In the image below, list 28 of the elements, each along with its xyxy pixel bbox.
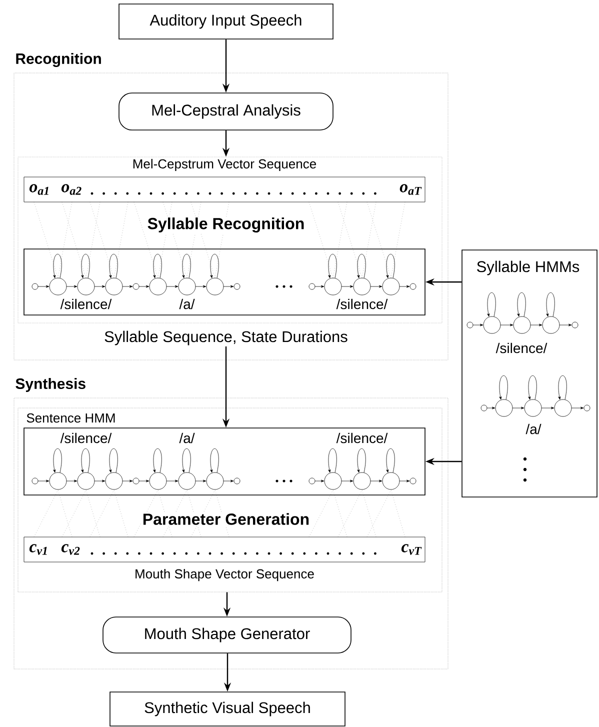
state-label: /silence/ <box>336 432 388 444</box>
state-label: /silence/ <box>336 298 388 310</box>
section-heading: Synthesis <box>16 378 86 392</box>
state-label: /silence/ <box>60 298 112 310</box>
vector-symbol: o$_{a1}$ <box>29 184 48 195</box>
sequence-label: Mel-Cepstrum Vector Sequence <box>133 158 316 172</box>
state-label: /silence/ <box>60 432 112 444</box>
state-label: /a/ <box>526 424 542 434</box>
sequence-label: Mouth Shape Vector Sequence <box>136 568 314 582</box>
process-box: Mouth Shape Generator <box>102 616 352 654</box>
vector-symbol: c$_{vT}$ <box>401 544 422 555</box>
vector-symbol: c$_{v1}$ <box>29 544 47 555</box>
section-heading: Recognition <box>16 52 101 68</box>
process-box: Synthetic Visual Speech <box>110 692 346 726</box>
dotted-frame <box>18 156 442 324</box>
box-title: Syllable HMMs <box>477 260 580 276</box>
state-label: /a/ <box>179 432 195 444</box>
state-label: /a/ <box>179 298 195 310</box>
vector-symbol: o$_{a2}$ <box>61 184 82 195</box>
process-box: Mel-Cepstral Analysis <box>118 92 334 130</box>
state-label: /silence/ <box>496 342 548 354</box>
stage-label: Syllable Recognition <box>146 216 306 234</box>
stage-label: Parameter Generation <box>141 512 311 526</box>
output-text: Syllable Sequence, State Durations <box>104 330 348 346</box>
frame-title: Sentence HMM <box>26 413 115 423</box>
vector-symbol: o$_{aT}$ <box>400 184 422 195</box>
vector-symbol: c$_{v2}$ <box>61 544 80 555</box>
process-box: Auditory Input Speech <box>118 4 334 40</box>
